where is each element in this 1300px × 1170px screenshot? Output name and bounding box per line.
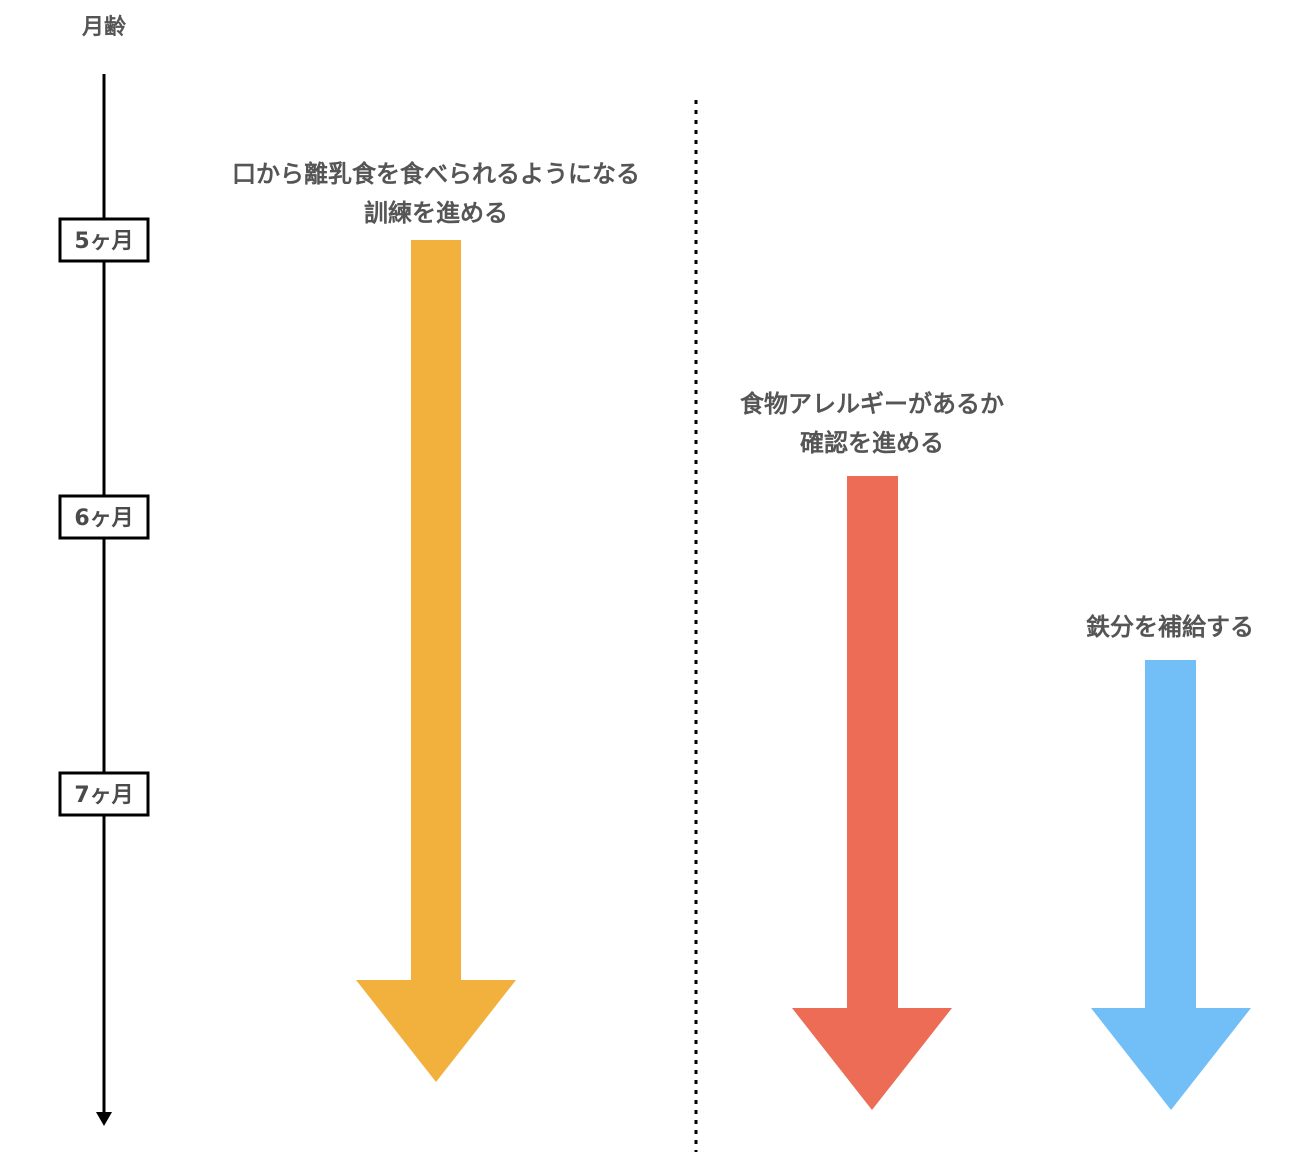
axis-title: 月齢 xyxy=(81,14,127,40)
stage-arrow xyxy=(792,476,952,1110)
stage-label-line: 鉄分を補給する xyxy=(1086,613,1254,641)
stage-allergy-check: 食物アレルギーがあるか 確認を進める xyxy=(740,390,1004,1110)
milestone-label: 5ヶ月 xyxy=(74,229,133,254)
stage-oral-training: 口から離乳食を食べられるようになる 訓練を進める xyxy=(232,160,640,1082)
stage-arrow xyxy=(356,240,516,1082)
milestone-5-months: 5ヶ月 xyxy=(58,217,150,263)
stage-label-line: 食物アレルギーがあるか xyxy=(740,390,1004,418)
milestone-label: 6ヶ月 xyxy=(74,506,133,531)
stage-label-line: 口から離乳食を食べられるようになる xyxy=(232,160,640,188)
stage-iron-supplement: 鉄分を補給する xyxy=(1086,613,1254,1110)
stage-label-line: 訓練を進める xyxy=(364,199,508,227)
timeline-axis-arrowhead xyxy=(96,1112,112,1126)
milestone-7-months: 7ヶ月 xyxy=(58,771,150,817)
stage-label-line: 確認を進める xyxy=(800,429,944,457)
milestone-label: 7ヶ月 xyxy=(74,783,133,808)
stage-arrow xyxy=(1091,660,1251,1110)
milestone-6-months: 6ヶ月 xyxy=(58,494,150,540)
